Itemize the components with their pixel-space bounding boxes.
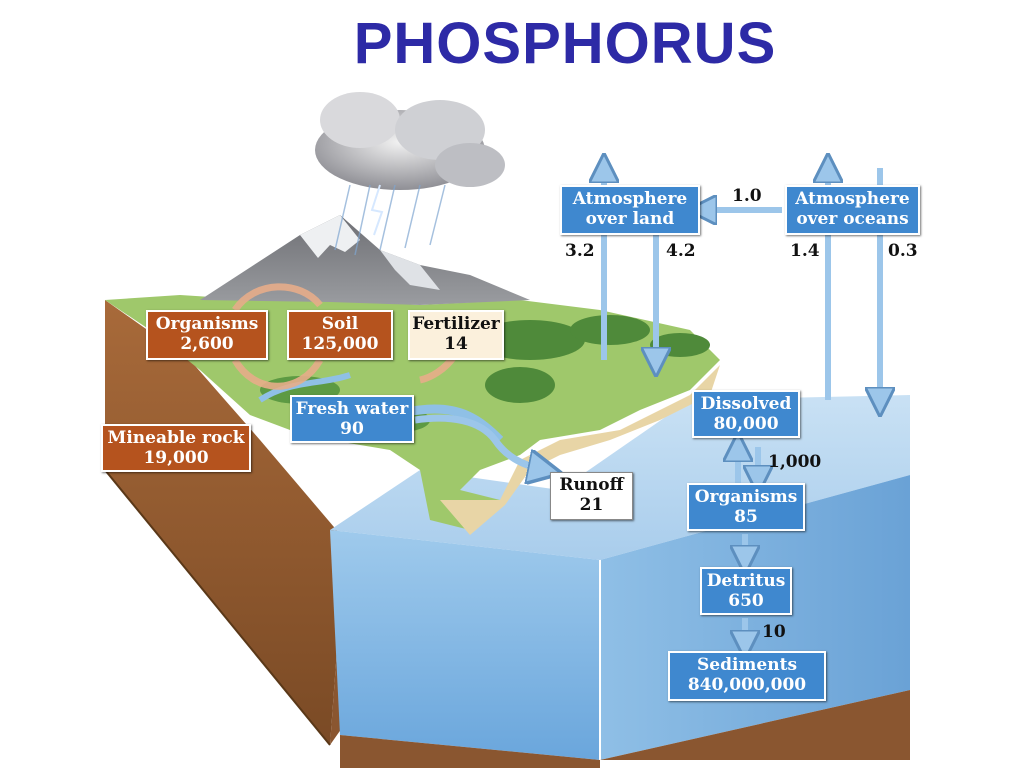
organisms-ocean-value: 85 <box>734 507 758 527</box>
atmosphere-oceans-line1: Atmosphere <box>795 189 910 209</box>
mineable-rock-label: Mineable rock <box>107 428 245 448</box>
flow-ocean-up: 1.4 <box>790 241 820 261</box>
fresh-water-label: Fresh water <box>295 399 409 419</box>
page-title: PHOSPHORUS <box>353 11 777 76</box>
flow-land-down: 4.2 <box>666 241 696 261</box>
fertilizer-label: Fertilizer <box>412 314 500 334</box>
soil-value: 125,000 <box>301 334 379 354</box>
storm-cloud <box>315 92 505 256</box>
atmosphere-land-line1: Atmosphere <box>572 189 688 209</box>
dissolved-label: Dissolved <box>700 394 792 414</box>
flow-ocean-down: 0.3 <box>888 241 918 261</box>
dissolved-pool: Dissolved 80,000 <box>692 390 800 438</box>
volcano-mountain <box>200 215 530 305</box>
runoff-flow-label: Runoff 21 <box>550 472 633 520</box>
atmosphere-over-land: Atmosphere over land <box>560 185 700 235</box>
mineable-rock-pool: Mineable rock 19,000 <box>101 424 251 472</box>
soil-label: Soil <box>321 314 359 334</box>
organisms-ocean-label: Organisms <box>694 487 798 507</box>
detritus-value: 650 <box>728 591 764 611</box>
detritus-pool: Detritus 650 <box>700 567 792 615</box>
ocean-flow-arrows <box>738 447 758 645</box>
runoff-label: Runoff <box>559 475 624 495</box>
flow-dissolved-organisms: 1,000 <box>768 452 822 472</box>
atmosphere-land-line2: over land <box>585 209 675 229</box>
organisms-land-label: Organisms <box>155 314 259 334</box>
sediments-label: Sediments <box>696 655 798 675</box>
organisms-ocean-pool: Organisms 85 <box>687 483 805 531</box>
atmosphere-over-oceans: Atmosphere over oceans <box>785 185 920 235</box>
fertilizer-value: 14 <box>444 334 468 354</box>
runoff-arrow <box>414 414 545 470</box>
atmosphere-oceans-line2: over oceans <box>796 209 909 229</box>
organisms-land-value: 2,600 <box>180 334 234 354</box>
sediments-pool: Sediments 840,000,000 <box>668 651 826 701</box>
dissolved-value: 80,000 <box>713 414 779 434</box>
soil-pool: Soil 125,000 <box>287 310 393 360</box>
detritus-label: Detritus <box>706 571 786 591</box>
sediments-value: 840,000,000 <box>687 675 807 695</box>
runoff-value: 21 <box>579 495 604 515</box>
flow-land-up: 3.2 <box>565 241 595 261</box>
flow-detritus-sediments: 10 <box>762 622 786 642</box>
fertilizer-input: Fertilizer 14 <box>408 310 504 360</box>
fresh-water-pool: Fresh water 90 <box>290 395 414 443</box>
flow-ocean-to-land: 1.0 <box>732 186 762 206</box>
mineable-rock-value: 19,000 <box>143 448 209 468</box>
fresh-water-value: 90 <box>340 419 364 439</box>
organisms-land-pool: Organisms 2,600 <box>146 310 268 360</box>
